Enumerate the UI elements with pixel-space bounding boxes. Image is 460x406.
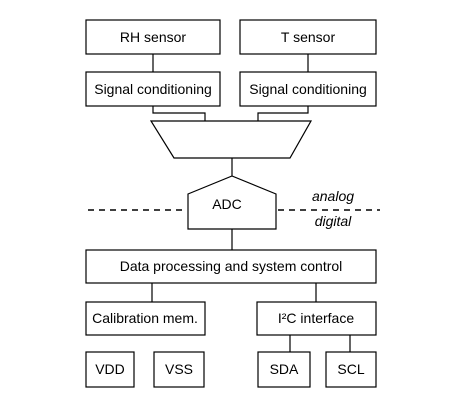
signal-conditioning-right-box bbox=[239, 71, 377, 107]
calibration-memory-label: Calibration mem. bbox=[92, 310, 198, 326]
calibration-memory-box bbox=[85, 301, 206, 336]
data-processing-label: Data processing and system control bbox=[120, 258, 343, 274]
vss-pin-label: VSS bbox=[165, 361, 193, 377]
signal-conditioning-left-box bbox=[85, 71, 221, 107]
digital-label: digital bbox=[315, 213, 352, 229]
signal-conditioning-right-label: Signal conditioning bbox=[249, 81, 367, 97]
rh-sensor-label: RH sensor bbox=[120, 29, 186, 45]
left-mux-connector bbox=[152, 106, 206, 121]
adc-shape bbox=[187, 175, 277, 230]
vdd-pin-box bbox=[85, 351, 135, 388]
t-sensor-label: T sensor bbox=[281, 29, 336, 45]
analog-label: analog bbox=[312, 188, 354, 204]
multiplexer-shape bbox=[149, 120, 313, 159]
right-mux-connector bbox=[257, 106, 309, 121]
t-sensor-box bbox=[239, 19, 377, 55]
adc-label: ADC bbox=[212, 196, 242, 212]
signal-conditioning-left-label: Signal conditioning bbox=[94, 81, 212, 97]
scl-pin-box bbox=[325, 351, 377, 388]
sda-pin-box bbox=[257, 351, 311, 388]
rh-sensor-box bbox=[85, 19, 221, 55]
scl-pin-label: SCL bbox=[337, 361, 364, 377]
i2c-interface-box bbox=[256, 301, 377, 336]
i2c-interface-label: I²C interface bbox=[278, 310, 354, 326]
sda-pin-label: SDA bbox=[270, 361, 299, 377]
vdd-pin-label: VDD bbox=[95, 361, 125, 377]
data-processing-box bbox=[85, 249, 377, 284]
vss-pin-box bbox=[153, 351, 205, 388]
